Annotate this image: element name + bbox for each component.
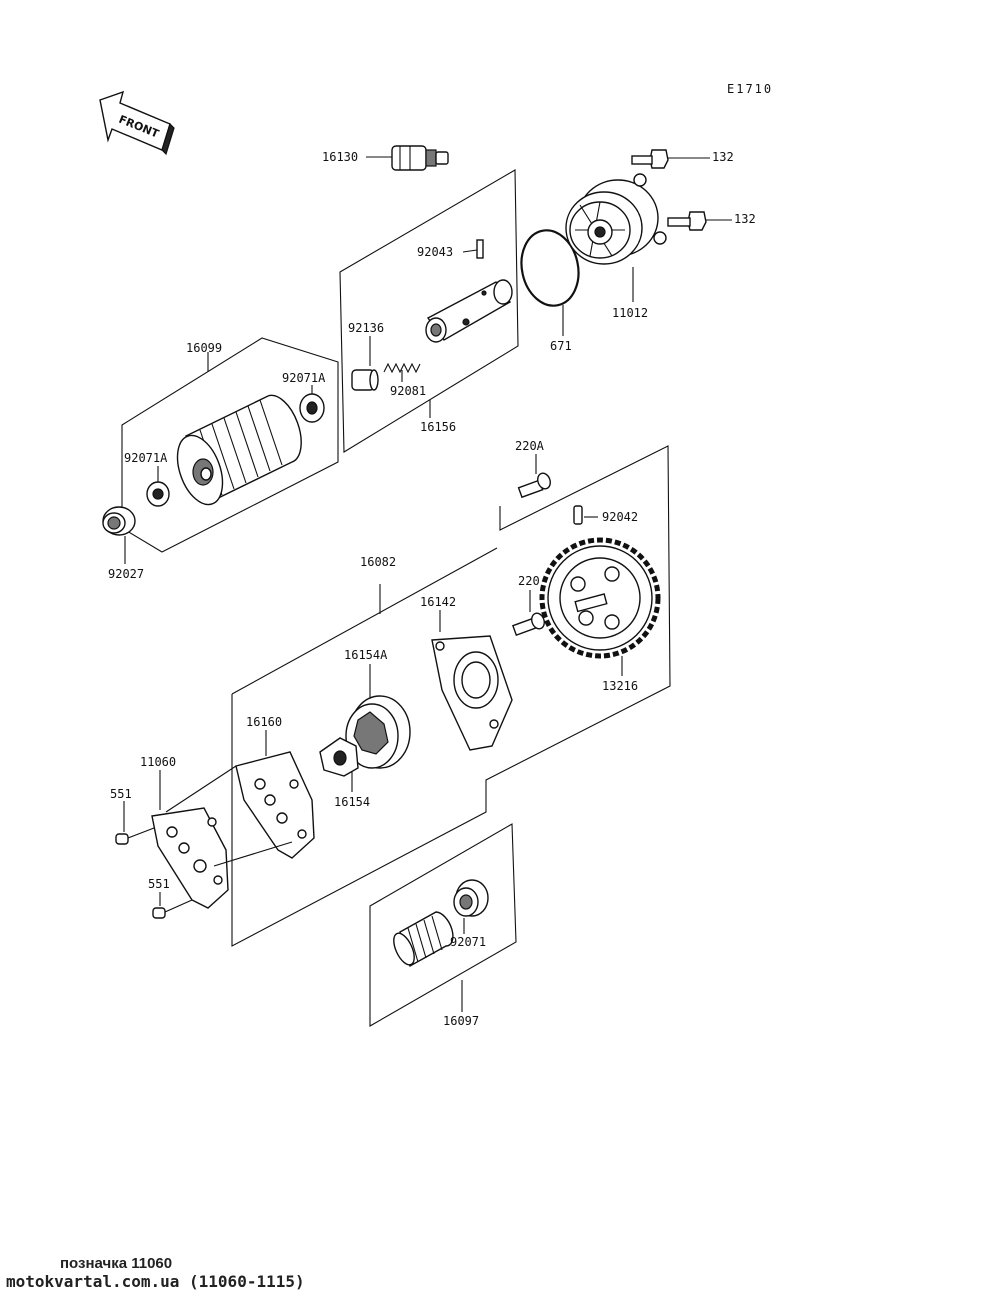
filter-cover-11012 bbox=[565, 173, 667, 265]
oil-filter-16099 bbox=[176, 394, 302, 506]
label-16130: 16130 bbox=[322, 150, 358, 164]
bolt-132-right bbox=[667, 211, 707, 231]
bolt-132-top bbox=[631, 149, 669, 169]
screw-220 bbox=[511, 612, 545, 637]
label-16156: 16156 bbox=[420, 420, 456, 434]
oil-pump-group-outline bbox=[231, 445, 671, 947]
o-ring-92071A-left bbox=[146, 481, 170, 507]
label-92071: 92071 bbox=[450, 935, 486, 949]
oil-screen-16097 bbox=[393, 911, 454, 968]
pin-92042 bbox=[573, 505, 583, 525]
oil-screen-group-outline bbox=[369, 823, 517, 1027]
label-11060: 11060 bbox=[140, 755, 176, 769]
inner-rotor-16154 bbox=[319, 737, 359, 777]
label-92043: 92043 bbox=[417, 245, 453, 259]
label-92081: 92081 bbox=[390, 384, 426, 398]
label-132-top: 132 bbox=[712, 150, 734, 164]
label-220: 220 bbox=[518, 574, 540, 588]
o-ring-92071A-top bbox=[299, 393, 325, 423]
label-671: 671 bbox=[550, 339, 572, 353]
label-13216: 13216 bbox=[602, 679, 638, 693]
label-92071A-top: 92071A bbox=[282, 371, 326, 385]
footer-website: motokvartal.com.ua (11060-1115) bbox=[6, 1272, 305, 1291]
label-16097: 16097 bbox=[443, 1014, 479, 1028]
spring-92081 bbox=[383, 362, 421, 374]
relief-valve-group-outline bbox=[339, 169, 519, 453]
label-92042: 92042 bbox=[602, 510, 638, 524]
label-92136: 92136 bbox=[348, 321, 384, 335]
label-16142: 16142 bbox=[420, 595, 456, 609]
relief-valve-body bbox=[425, 279, 513, 343]
label-551-top: 551 bbox=[110, 787, 132, 801]
label-92027: 92027 bbox=[108, 567, 144, 581]
dowel-pin-551-top bbox=[115, 833, 129, 845]
label-16160: 16160 bbox=[246, 715, 282, 729]
collar-92027 bbox=[102, 506, 136, 536]
front-arrow-icon: FRONT bbox=[99, 90, 175, 156]
oil-pump-gear-13216 bbox=[539, 537, 661, 659]
diagram-code: E1710 bbox=[727, 82, 773, 96]
footer-reference: позначка 11060 bbox=[60, 1255, 173, 1272]
label-132-right: 132 bbox=[734, 212, 756, 226]
label-92071A-left: 92071A bbox=[124, 451, 168, 465]
screw-220A bbox=[517, 472, 551, 499]
label-11012: 11012 bbox=[612, 306, 648, 320]
dowel-pin-551-bottom bbox=[152, 907, 166, 919]
label-16099: 16099 bbox=[186, 341, 222, 355]
outer-rotor-16154A bbox=[345, 695, 411, 769]
label-16154: 16154 bbox=[334, 795, 370, 809]
pin-92043 bbox=[476, 239, 484, 259]
label-16154A: 16154A bbox=[344, 648, 388, 662]
label-551-bottom: 551 bbox=[148, 877, 170, 891]
plug-92136 bbox=[351, 369, 379, 391]
gasket-16160 bbox=[235, 751, 315, 859]
o-ring-671 bbox=[520, 229, 580, 307]
label-220A: 220A bbox=[515, 439, 545, 453]
o-ring-92071 bbox=[453, 879, 489, 917]
label-16082: 16082 bbox=[360, 555, 396, 569]
pump-body-16142 bbox=[431, 635, 513, 751]
pump-cover-11060 bbox=[151, 807, 229, 909]
oil-fitting-16130 bbox=[391, 145, 449, 171]
